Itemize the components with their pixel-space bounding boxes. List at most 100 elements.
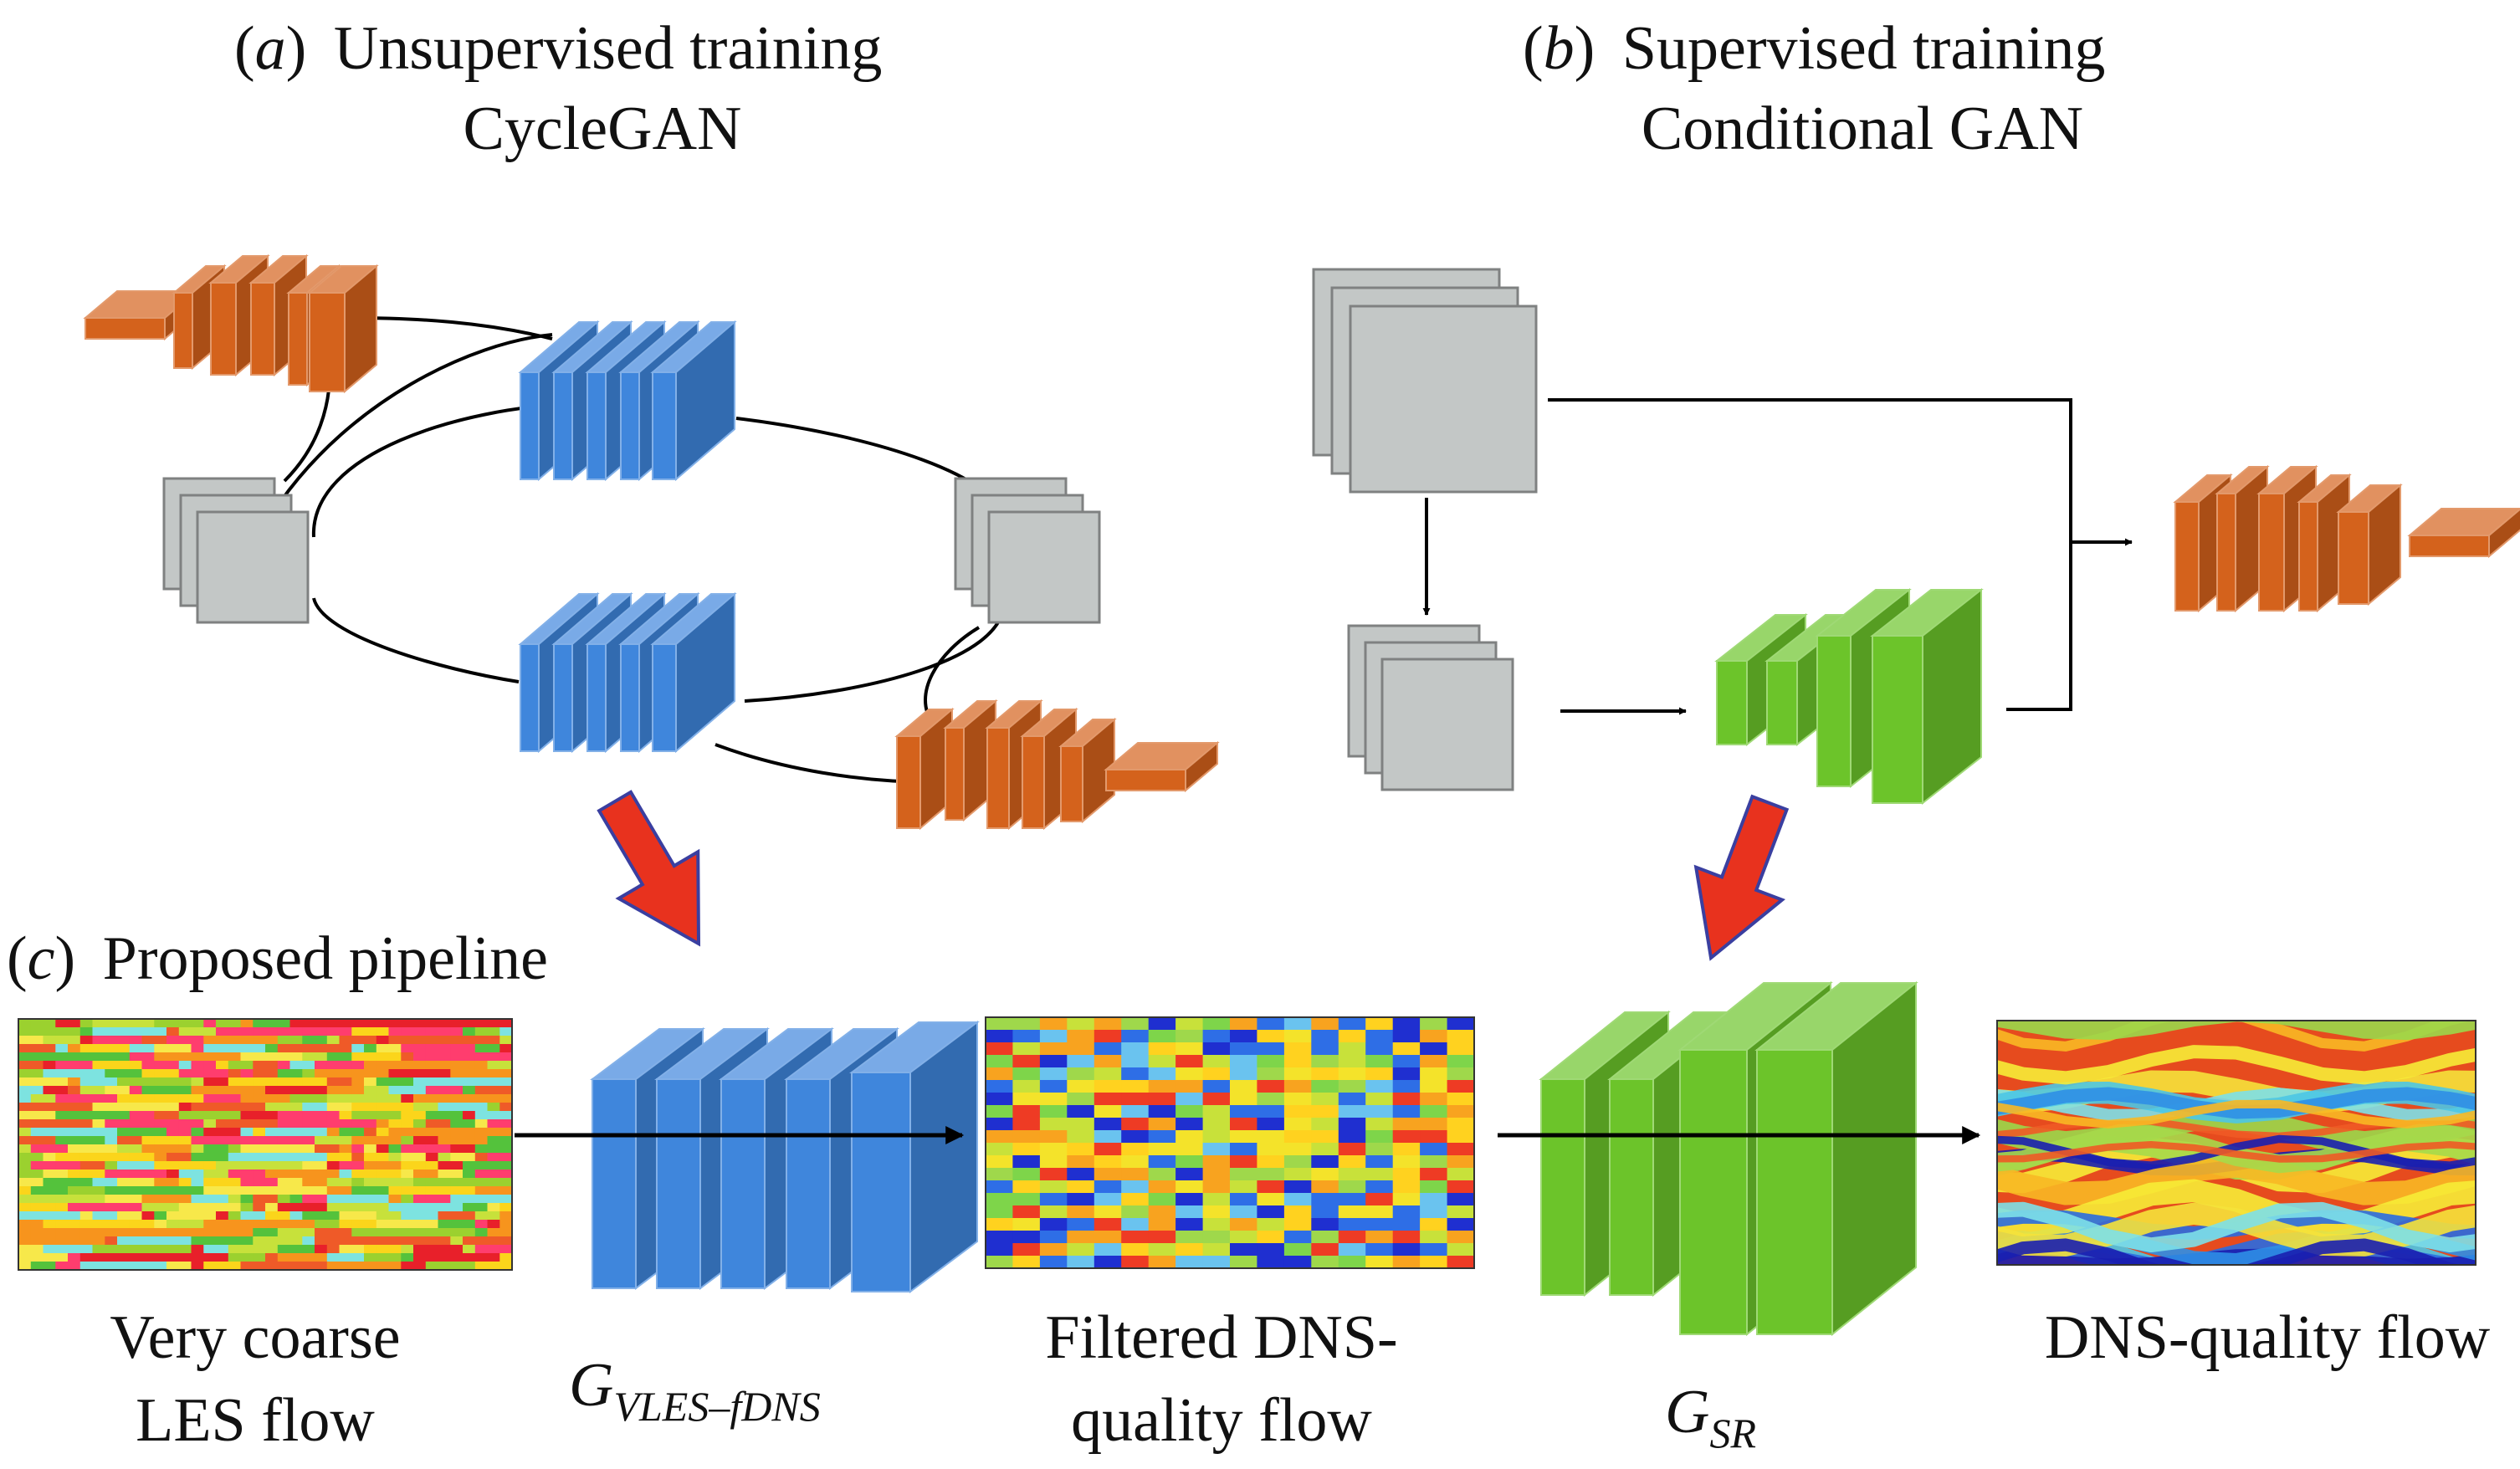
field-cell <box>499 1245 513 1254</box>
field-cell <box>55 1153 69 1162</box>
field-cell <box>364 1262 377 1271</box>
field-cell <box>178 1077 192 1087</box>
field-cell <box>203 1086 217 1095</box>
field-cell <box>240 1228 254 1237</box>
field-cell <box>178 1128 192 1137</box>
field-cell <box>216 1094 229 1103</box>
field-cell <box>289 1220 303 1229</box>
field-cell <box>376 1228 390 1237</box>
field-cell <box>141 1069 155 1078</box>
field-cell <box>474 1228 489 1237</box>
field-cell <box>289 1069 303 1078</box>
field-cell <box>364 1236 377 1246</box>
field-cell <box>339 1019 352 1028</box>
field-cell <box>277 1103 291 1112</box>
field-cell <box>240 1186 254 1195</box>
field-cell <box>79 1111 94 1120</box>
field-cell <box>1420 1055 1448 1068</box>
field-cell <box>986 1180 1013 1194</box>
field-cell <box>339 1061 352 1070</box>
field-cell <box>277 1027 291 1036</box>
field-cell <box>326 1178 341 1187</box>
field-cell <box>92 1161 105 1170</box>
field-cell <box>240 1178 254 1187</box>
field-cell <box>450 1153 464 1162</box>
field-cell <box>1283 1093 1312 1106</box>
field-cell <box>79 1069 94 1078</box>
field-cell <box>1420 1105 1448 1118</box>
field-cell <box>326 1253 341 1262</box>
field-cell <box>1094 1030 1122 1043</box>
field-cell <box>376 1061 390 1070</box>
field-cell <box>43 1052 56 1062</box>
field-cell <box>129 1094 143 1103</box>
field-cell <box>191 1086 204 1095</box>
field-cell <box>277 1195 291 1204</box>
pipeline-gen1-layer-5 <box>849 1021 980 1293</box>
field-cell <box>499 1086 513 1095</box>
field-cell <box>450 1136 464 1145</box>
field-cell <box>463 1195 476 1204</box>
field-cell <box>1447 1105 1475 1118</box>
field-cell <box>55 1245 69 1254</box>
field-cell <box>79 1061 94 1070</box>
field-cell <box>315 1061 328 1070</box>
panel-a-subtitle: CycleGAN <box>464 95 742 163</box>
field-cell <box>401 1245 414 1254</box>
field-cell <box>154 1186 167 1195</box>
field-cell <box>376 1161 390 1170</box>
field-cell <box>315 1027 328 1036</box>
field-cell <box>986 1155 1013 1169</box>
field-cell <box>438 1044 451 1053</box>
field-cell <box>265 1119 279 1129</box>
field-cell <box>1420 1042 1448 1056</box>
field-cell <box>265 1044 279 1053</box>
field-cell <box>129 1061 143 1070</box>
field-cell <box>129 1236 143 1246</box>
field-cell <box>401 1094 414 1103</box>
field-cell <box>18 1119 32 1129</box>
field-cell <box>79 1203 94 1212</box>
field-cell <box>129 1019 143 1028</box>
field-cell <box>986 1055 1013 1068</box>
field-cell <box>1067 1143 1095 1156</box>
field-cell <box>253 1044 266 1053</box>
field-cell <box>474 1236 489 1246</box>
field-cell <box>92 1236 105 1246</box>
field-cell <box>1420 1193 1448 1206</box>
stack-right-sheet-3 <box>987 510 1101 624</box>
field-cell <box>401 1111 414 1120</box>
field-cell <box>68 1253 81 1262</box>
field-cell <box>401 1077 414 1087</box>
field-cell <box>413 1211 427 1221</box>
field-cell <box>240 1253 254 1262</box>
field-cell <box>1392 1042 1421 1056</box>
field-cell <box>79 1036 94 1045</box>
field-cell <box>79 1195 94 1204</box>
field-cell <box>141 1119 155 1129</box>
field-cell <box>364 1245 377 1254</box>
field-cell <box>388 1019 402 1028</box>
field-cell <box>253 1103 266 1112</box>
field-cell <box>463 1061 476 1070</box>
field-cell <box>1283 1080 1312 1093</box>
field-cell <box>302 1186 315 1195</box>
field-cell <box>425 1186 439 1195</box>
field-cell <box>203 1077 217 1087</box>
field-cell <box>18 1262 32 1271</box>
panel-b-subtitle: Conditional GAN <box>1642 95 2083 163</box>
field-cell <box>1094 1118 1122 1131</box>
field-cell <box>253 1195 266 1204</box>
field-cell <box>388 1069 402 1078</box>
field-cell <box>18 1195 32 1204</box>
field-cell <box>315 1203 328 1212</box>
field-cell <box>401 1061 414 1070</box>
field-cell <box>1365 1193 1394 1206</box>
field-cell <box>203 1044 217 1053</box>
field-cell <box>339 1052 352 1062</box>
field-cell <box>1420 1243 1448 1257</box>
field-cell <box>499 1044 513 1053</box>
field-cell <box>1094 1130 1122 1144</box>
field-cell <box>141 1128 155 1137</box>
field-cell <box>191 1253 204 1262</box>
